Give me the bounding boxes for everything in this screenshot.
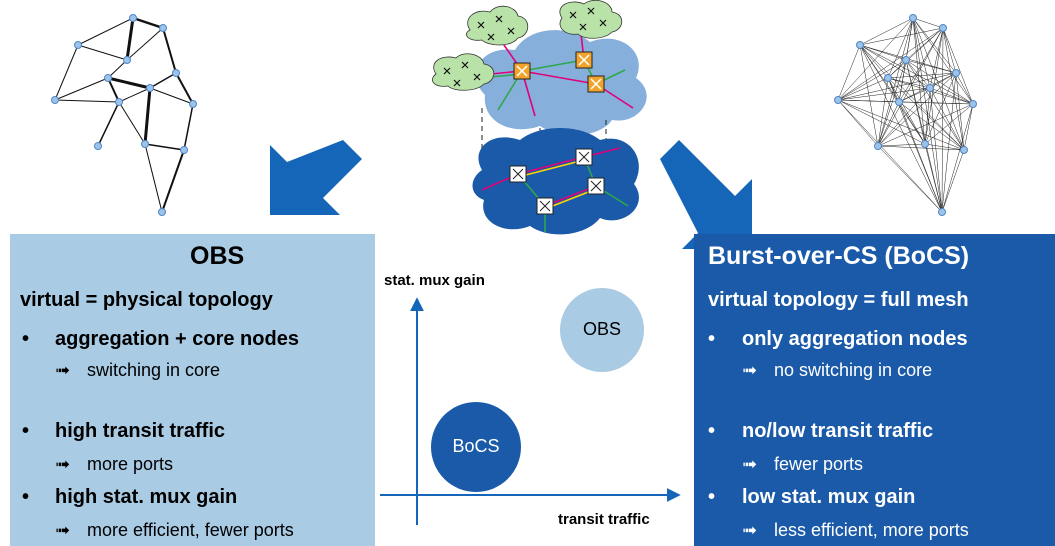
panel-title: Burst-over-CS (BoCS) <box>708 242 970 270</box>
panel-subtitle: virtual topology = full mesh <box>708 289 969 311</box>
item-label: only aggregation nodes <box>742 328 968 350</box>
item-label: aggregation + core nodes <box>55 328 299 350</box>
full-mesh-topology-nodes <box>834 14 977 216</box>
item-label: low stat. mux gain <box>742 486 916 508</box>
arrow-to-bocs-icon <box>660 140 752 249</box>
item-detail-row: ➟ no switching in core <box>742 360 932 381</box>
panel-subtitle: virtual = physical topology <box>20 289 273 311</box>
obs-panel: OBS virtual = physical topology • aggreg… <box>10 234 375 546</box>
y-axis-label: stat. mux gain <box>384 272 485 289</box>
physical-topology-nodes <box>51 14 197 216</box>
bocs-bubble <box>431 402 521 492</box>
item-detail: more efficient, fewer ports <box>87 520 294 540</box>
bocs-panel: Burst-over-CS (BoCS) virtual topology = … <box>694 234 1055 546</box>
item-detail: less efficient, more ports <box>774 520 969 540</box>
item-detail-row: ➟ more ports <box>55 454 173 475</box>
item-detail: more ports <box>87 454 174 474</box>
virtual-layer-cloud <box>469 24 647 136</box>
item-detail: switching in core <box>87 360 221 380</box>
arrow-icon: ➟ <box>55 454 71 474</box>
bocs-bubble-label: BoCS <box>452 436 500 456</box>
item-detail-row: ➟ less efficient, more ports <box>742 520 969 541</box>
access-cloud-icon <box>559 0 623 39</box>
item-detail-row: ➟ switching in core <box>55 360 220 381</box>
arrow-icon: ➟ <box>55 520 71 540</box>
item-detail: no switching in core <box>774 360 933 380</box>
access-cloud-icon <box>432 53 495 91</box>
item-label: high stat. mux gain <box>55 486 238 508</box>
bullet: • <box>708 420 716 442</box>
bullet: • <box>22 328 30 350</box>
bullet: • <box>22 420 30 442</box>
arrow-icon: ➟ <box>742 520 758 540</box>
item-label: no/low transit traffic <box>742 420 934 442</box>
item-detail: fewer ports <box>774 454 864 474</box>
item-detail-row: ➟ more efficient, fewer ports <box>55 520 294 541</box>
panel-title: OBS <box>190 242 245 270</box>
item-label: high transit traffic <box>55 420 226 442</box>
full-mesh-topology-graph <box>837 17 974 213</box>
item-detail-row: ➟ fewer ports <box>742 454 863 475</box>
access-cloud-icon <box>466 5 529 46</box>
x-axis-label: transit traffic <box>558 511 650 528</box>
bullet: • <box>22 486 30 508</box>
obs-bubble <box>560 288 644 372</box>
arrow-to-obs-icon <box>270 140 362 215</box>
arrow-icon: ➟ <box>742 360 758 380</box>
bullet: • <box>708 486 716 508</box>
obs-bubble-label: OBS <box>582 319 621 339</box>
arrow-icon: ➟ <box>742 454 758 474</box>
physical-layer-cloud <box>472 128 639 235</box>
physical-topology-graph <box>54 16 194 213</box>
bullet: • <box>708 328 716 350</box>
arrow-icon: ➟ <box>55 360 71 380</box>
